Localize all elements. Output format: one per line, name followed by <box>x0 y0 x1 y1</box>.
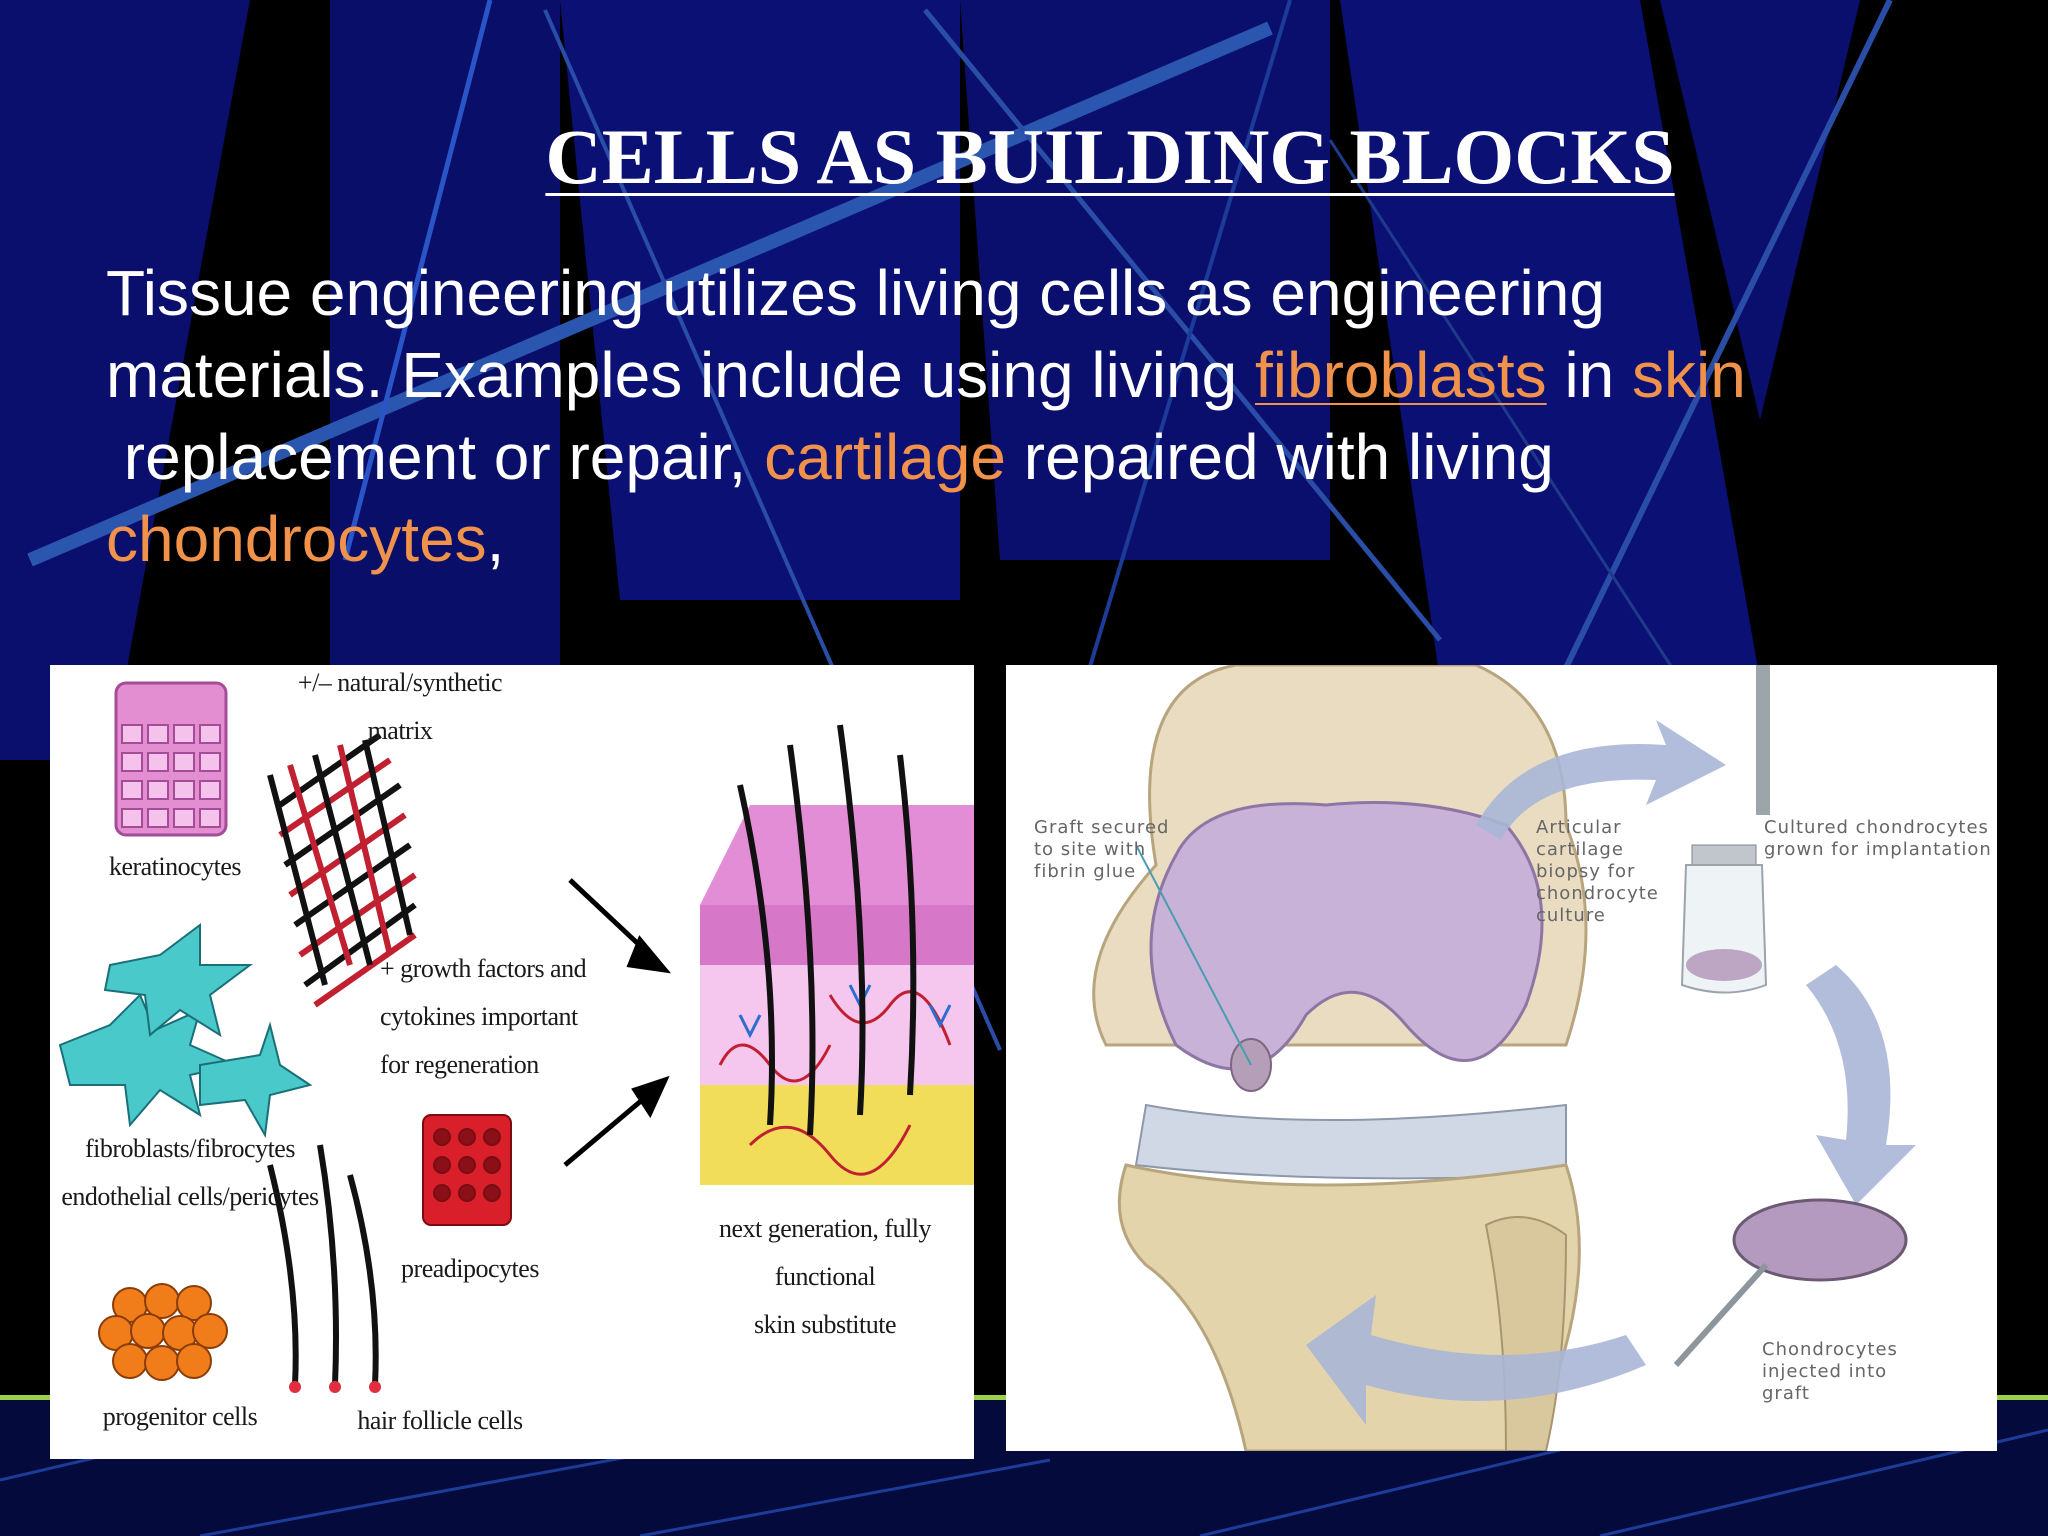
skin-substitute-label: next generation, fully functional skin s… <box>718 1214 932 1339</box>
skin-highlight: skin <box>1632 339 1746 411</box>
progenitor-cells-label: progenitor cells <box>102 1402 258 1431</box>
body-text-4b: , <box>486 503 505 575</box>
vial-illustration <box>1680 665 1770 994</box>
body-text-3a: replacement or repair, <box>106 421 765 493</box>
skin-substitute-figure: +/– natural/synthetic matrix keratinocyt… <box>50 665 974 1459</box>
body-text-2a: materials. Examples include using living <box>106 339 1255 411</box>
fibroblasts-illustration <box>58 923 313 1139</box>
growth-factors-label: + growth factors and cytokines important… <box>380 954 587 1079</box>
knee-cartilage-figure: Graft secured to site with fibrin glue A… <box>1006 665 1997 1451</box>
skin-substitute-illustration <box>700 724 974 1185</box>
preadipocytes-illustration <box>422 1114 512 1226</box>
hair-follicle-label: hair follicle cells <box>357 1406 523 1435</box>
fibroblasts-link[interactable]: fibroblasts <box>1254 339 1547 411</box>
keratinocytes-label: keratinocytes <box>108 852 242 881</box>
body-line-4: chondrocytes, <box>106 498 1946 580</box>
body-text-3b: repaired with living <box>1006 421 1554 493</box>
body-text-1: Tissue engineering utilizes living cells… <box>106 257 1605 329</box>
body-text-2b: in <box>1546 339 1633 411</box>
body-line-1: Tissue engineering utilizes living cells… <box>106 252 1946 334</box>
cartilage-highlight: cartilage <box>764 421 1006 493</box>
injected-label: Chondrocytes injected into graft <box>1762 1339 1898 1404</box>
fibroblasts-label: fibroblasts/fibrocytes endothelial cells… <box>61 1134 319 1211</box>
process-flow-arrows <box>1306 720 1916 1425</box>
slide-body: Tissue engineering utilizes living cells… <box>106 252 1946 580</box>
process-arrows <box>563 878 672 1167</box>
body-line-2: materials. Examples include using living… <box>106 334 1946 416</box>
skin-figure-art <box>58 681 974 1393</box>
graft-label: Graft secured to site with fibrin glue <box>1034 817 1170 882</box>
preadipocytes-label: preadipocytes <box>401 1254 539 1283</box>
chondrocytes-highlight: chondrocytes <box>106 503 487 575</box>
slide-title: CELLS AS BUILDING BLOCKS <box>545 113 1675 200</box>
keratinocytes-illustration <box>114 681 228 837</box>
progenitor-cells-illustration <box>98 1283 228 1381</box>
body-line-3: replacement or repair, cartilage repaire… <box>106 416 1946 498</box>
graft-disc-illustration <box>1673 1198 1908 1368</box>
hair-follicle-illustration <box>267 1144 381 1393</box>
matrix-label: +/– natural/synthetic matrix <box>297 668 503 745</box>
matrix-mesh-illustration <box>267 732 417 1008</box>
knee-illustration <box>1092 665 1588 1451</box>
biopsy-label: Articular cartilage biopsy for chondrocy… <box>1536 817 1659 926</box>
cultured-chondrocytes-label: Cultured chondrocytes grown for implanta… <box>1764 817 1992 860</box>
knee-figure-art <box>1092 665 1916 1451</box>
